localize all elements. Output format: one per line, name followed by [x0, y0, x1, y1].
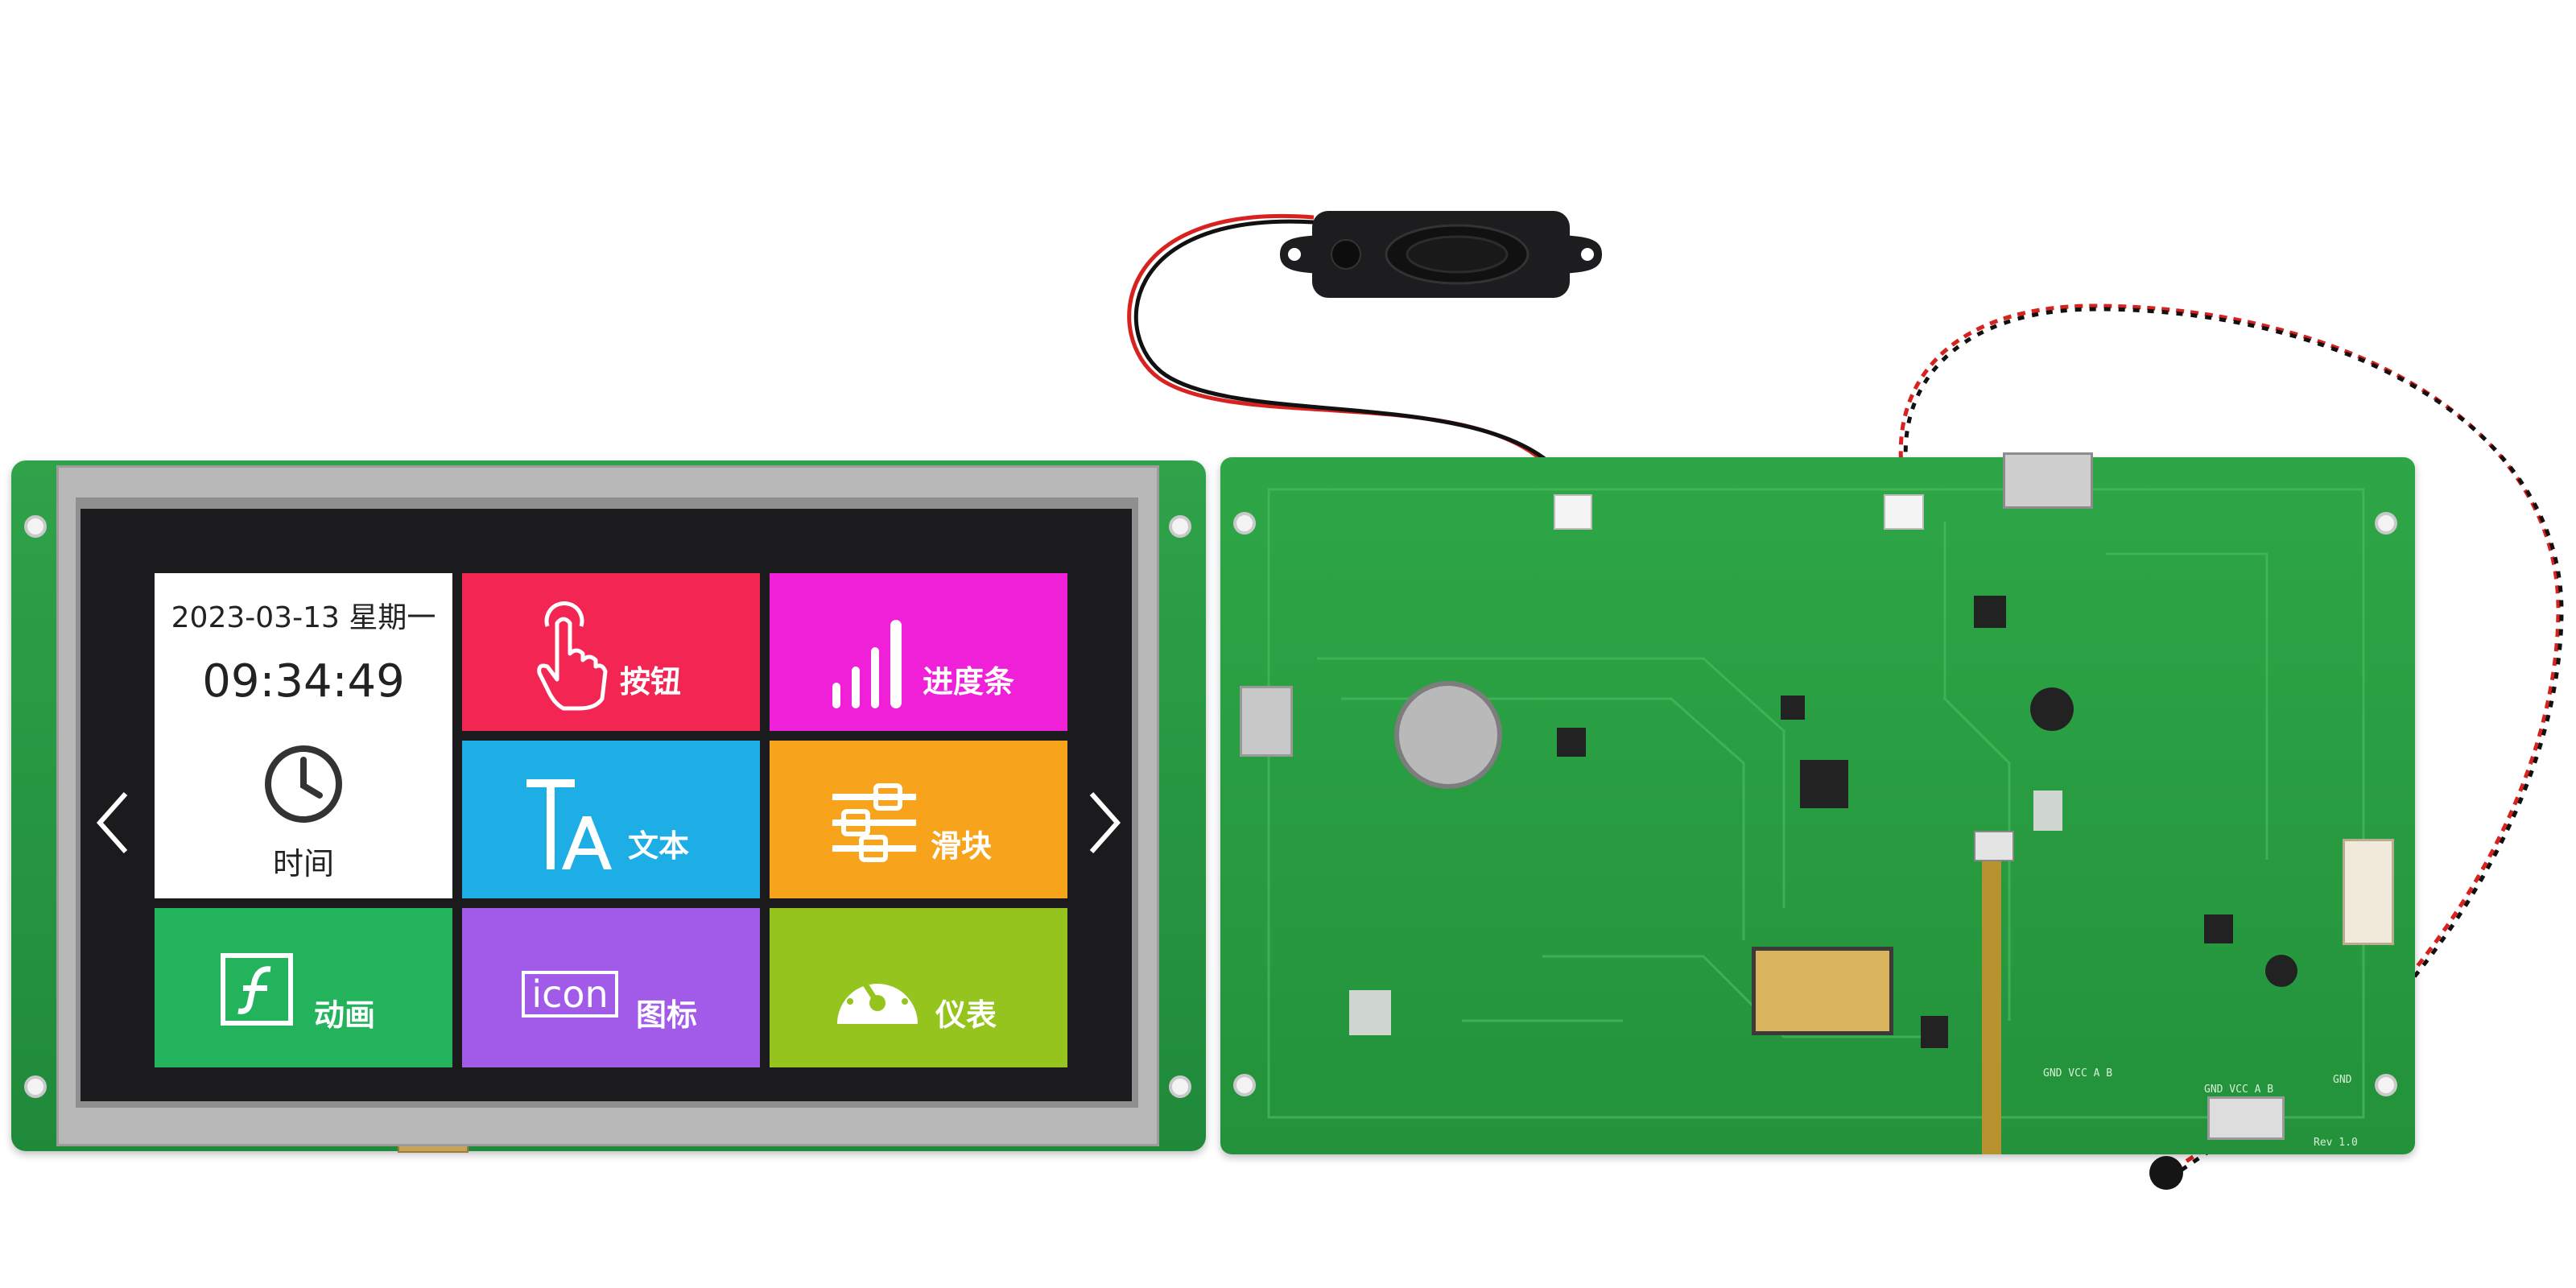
tile-gauge[interactable]: 仪表 [770, 908, 1067, 1067]
touch-cable-connector [1884, 494, 1924, 530]
speaker [1272, 206, 1610, 303]
text-ta-icon [526, 779, 612, 869]
speaker-connector [1554, 494, 1592, 530]
tile-label: 滑块 [931, 828, 993, 864]
mount-hole [1233, 512, 1256, 535]
icon-text-icon: icon [522, 971, 618, 1018]
shield-pad [1349, 990, 1391, 1035]
silkscreen-gnd-vcc-ab: GND VCC A B [2043, 1067, 2113, 1080]
twisted-wire-black [1903, 307, 2564, 1181]
shield-pad [2033, 791, 2062, 831]
ic-chip [2030, 687, 2074, 731]
battery-holder [1394, 681, 1502, 789]
tile-icon[interactable]: icon 图标 [462, 908, 760, 1067]
chevron-left-icon [96, 792, 128, 853]
ic-chip [1781, 696, 1805, 720]
tile-label: 时间 [272, 846, 334, 881]
silkscreen-rev: Rev 1.0 [2314, 1137, 2358, 1149]
time-text: 09:34:49 [202, 655, 405, 708]
mount-hole [1169, 1075, 1191, 1098]
mount-hole [24, 1075, 47, 1098]
tile-label: 仪表 [935, 997, 997, 1033]
ic-chip [2204, 914, 2233, 943]
gauge-icon [837, 968, 918, 1024]
fpc-connector [1752, 947, 1893, 1035]
tile-label: 动画 [314, 997, 376, 1033]
tile-label: 按钮 [620, 664, 682, 700]
tile-label: 进度条 [923, 664, 1015, 700]
tile-time[interactable]: 2023-03-13 星期一 09:34:49 时间 [155, 573, 452, 898]
sensor-bead [2149, 1156, 2183, 1190]
speaker-wire-black [1133, 219, 1571, 485]
ic-chip [2265, 955, 2297, 987]
tile-animation[interactable]: 动画 [155, 908, 452, 1067]
twisted-wire-red [1898, 303, 2561, 1178]
silkscreen-gnd-vcc-ab: GND VCC A B [2204, 1084, 2274, 1096]
ic-chip [1974, 596, 2006, 628]
tile-label: 文本 [628, 828, 690, 864]
sliders-icon [832, 783, 916, 862]
tile-label: 图标 [636, 997, 698, 1033]
silkscreen-gnd: GND [2333, 1074, 2352, 1086]
side-connector [2343, 839, 2394, 945]
mount-hole [1233, 1074, 1256, 1096]
usb-port [2003, 452, 2093, 509]
mount-hole [2375, 512, 2397, 535]
next-page-arrow[interactable] [1087, 786, 1122, 860]
bar-chart-icon [832, 620, 902, 708]
mount-hole [2375, 1074, 2397, 1096]
tile-slider[interactable]: 滑块 [770, 741, 1067, 898]
tap-finger-icon [537, 601, 608, 711]
tile-button[interactable]: 按钮 [462, 573, 760, 731]
ic-chip [1800, 760, 1848, 808]
ic-chip [1557, 728, 1586, 757]
prev-page-arrow[interactable] [95, 786, 130, 860]
date-text: 2023-03-13 星期一 [171, 601, 436, 634]
flash-icon [221, 953, 293, 1026]
mount-hole [1169, 515, 1191, 538]
icon-glyph-text: icon [531, 972, 609, 1016]
chevron-right-icon [1089, 792, 1121, 853]
tile-progress[interactable]: 进度条 [770, 573, 1067, 731]
terminal-connector [2207, 1096, 2285, 1140]
ic-chip [1921, 1016, 1948, 1048]
flex-cable [1982, 845, 2001, 1154]
mount-hole [24, 515, 47, 538]
clock-icon [265, 745, 342, 823]
tile-text[interactable]: 文本 [462, 741, 760, 898]
sd-card-slot [1240, 686, 1293, 757]
flex-connector [1974, 831, 2014, 861]
pcb-traces [1267, 488, 2365, 1119]
